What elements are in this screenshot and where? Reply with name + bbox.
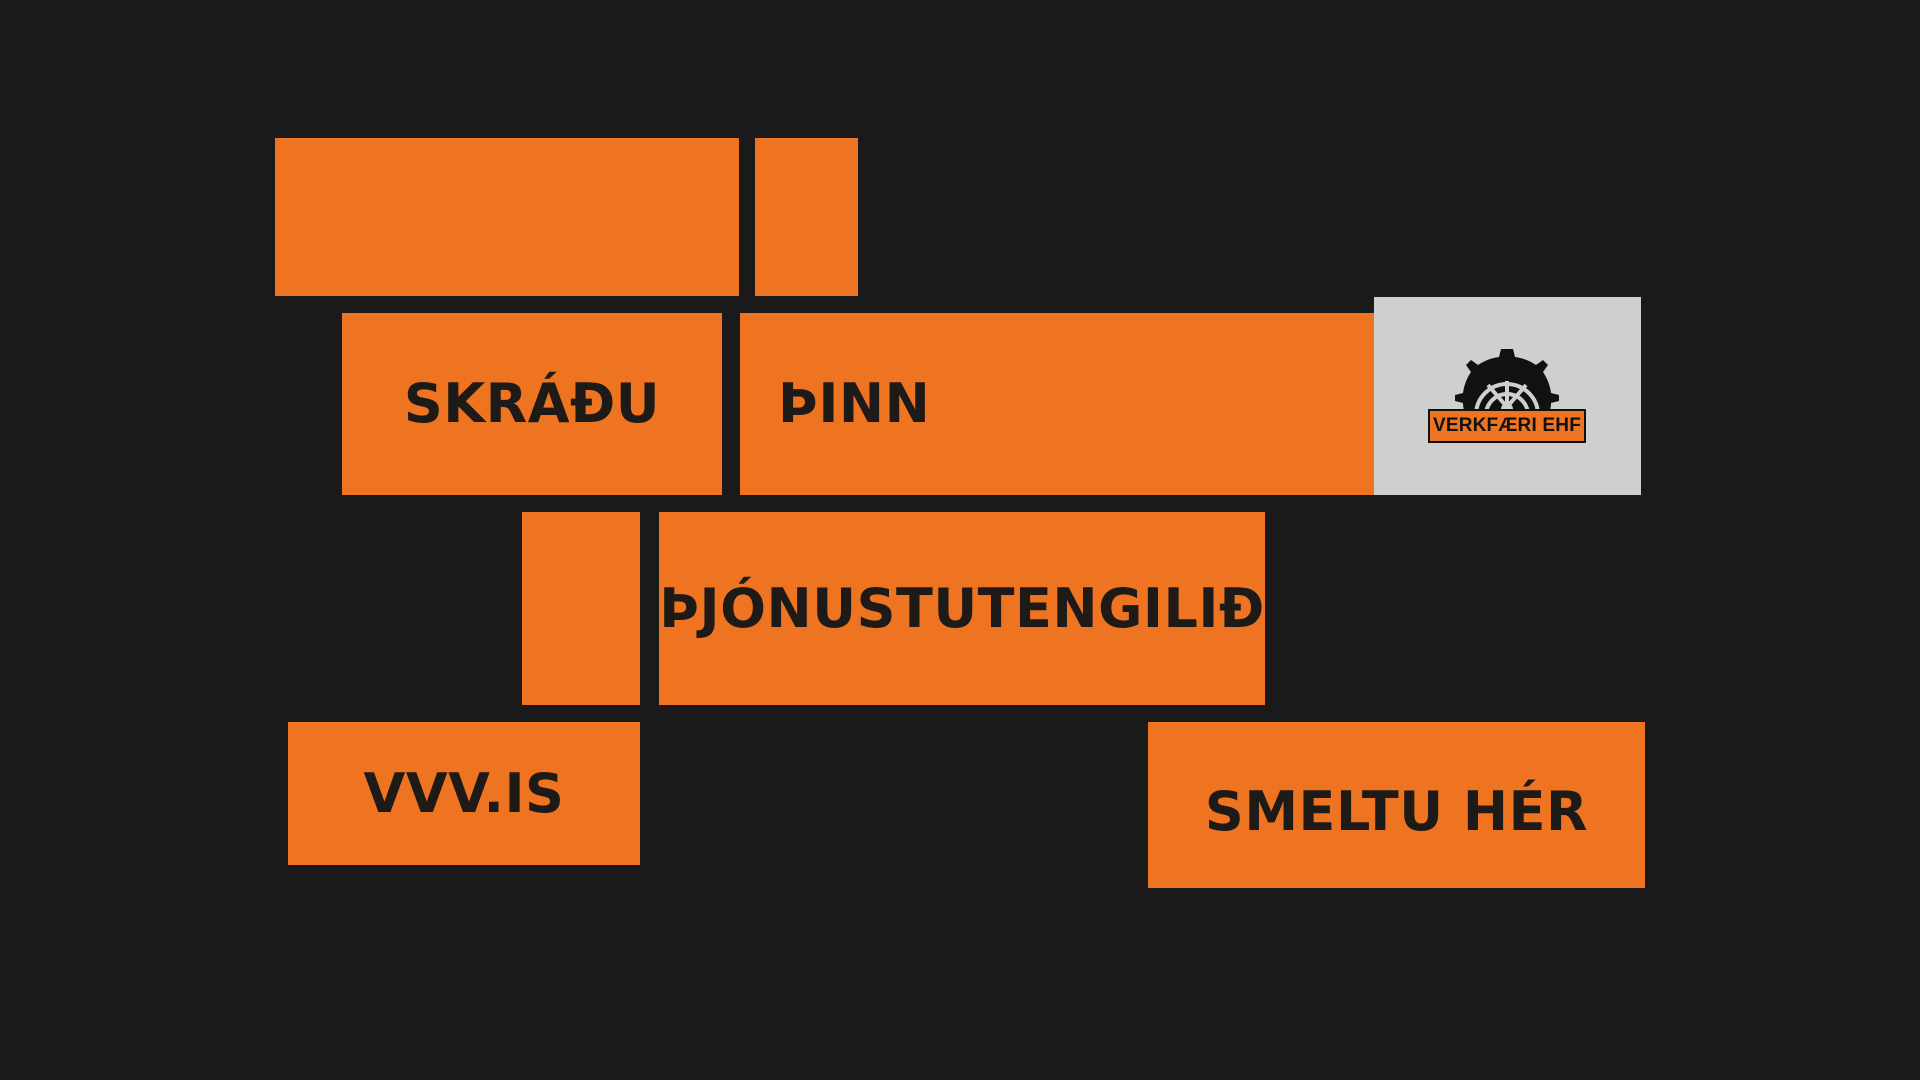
logo-nameplate: VERKFÆRI EHF [1428,409,1586,443]
url-block[interactable]: VVV.IS [288,722,640,865]
word-thjonustutengilid: ÞJÓNUSTUTENGILIÐ [659,576,1265,640]
logo-text: VERKFÆRI EHF [1432,415,1582,436]
decor-block-middle-small [522,512,640,705]
word-thinn: ÞINN [778,372,931,435]
decor-block-top-left [275,138,739,296]
word-block-thinn: ÞINN [740,313,1376,495]
url-text[interactable]: VVV.IS [363,761,565,825]
word-block-skradu: SKRÁÐU [342,313,722,495]
cta-button[interactable]: SMELTU HÉR [1148,722,1645,888]
cta-label[interactable]: SMELTU HÉR [1204,780,1589,843]
logo-panel: VERKFÆRI EHF [1374,297,1641,495]
word-skradu: SKRÁÐU [403,372,661,435]
word-block-thjonustutengilid: ÞJÓNUSTUTENGILIÐ [659,512,1265,705]
decor-block-top-small [755,138,858,296]
